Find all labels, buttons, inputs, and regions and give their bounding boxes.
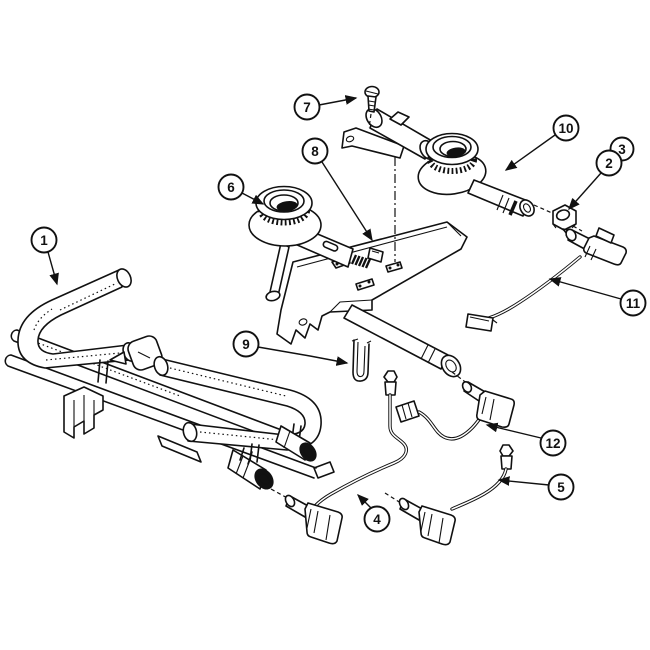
ignitor-wire-center (395, 371, 515, 441)
terminal (465, 313, 494, 332)
lower-arm (341, 127, 405, 159)
callout-10: 10 (504, 114, 580, 171)
mounting-plate (276, 221, 468, 345)
support-strip (157, 435, 202, 463)
spark-electrode-right (465, 227, 627, 332)
burner-tube-end-cap (182, 421, 198, 443)
front-rail-tube (4, 354, 317, 479)
electrode-body (418, 505, 456, 546)
burner-rail-assembly (4, 268, 335, 490)
svg-text:7: 7 (303, 100, 311, 115)
svg-text:12: 12 (545, 436, 560, 451)
burner-port-ring (427, 146, 477, 174)
cap-shadow (446, 147, 466, 157)
lower-venturi-tube (343, 304, 462, 378)
callout-5: 5 (497, 473, 575, 501)
splice-block (395, 400, 420, 423)
orifice-clamp (385, 261, 403, 273)
center-sealed-burner (248, 185, 354, 302)
ignitor-port-pad (109, 335, 163, 371)
callout-8: 8 (301, 137, 373, 242)
callout-4: 4 (357, 494, 391, 533)
svg-text:8: 8 (311, 144, 319, 159)
gas-inlet-venturi-1 (227, 447, 274, 490)
svg-text:4: 4 (373, 512, 381, 527)
svg-text:5: 5 (557, 480, 565, 495)
callout-7: 7 (293, 93, 358, 121)
orifice-clamp (355, 278, 375, 291)
callout-1: 1 (30, 226, 59, 286)
right-sealed-burner-assembly (341, 107, 535, 217)
burner-tube-end-cap (116, 268, 132, 288)
screw (364, 85, 380, 129)
svg-text:2: 2 (605, 156, 613, 171)
hex-flange-nut (533, 204, 583, 232)
callout-12: 12 (485, 422, 567, 457)
svg-text:10: 10 (558, 121, 573, 136)
connector-plug (499, 444, 514, 457)
svg-text:11: 11 (626, 296, 641, 311)
svg-text:1: 1 (40, 233, 48, 248)
rail-end-bracket (313, 461, 335, 479)
electrode-body (304, 502, 343, 545)
u-burner-rear (17, 268, 138, 384)
callout-9: 9 (232, 330, 349, 366)
callout-2: 2 (568, 149, 623, 211)
electrode-body (476, 390, 515, 428)
electrode-body (582, 235, 627, 266)
svg-text:3: 3 (618, 142, 626, 157)
ignitor-wire-left (270, 370, 408, 545)
orifice-spring (350, 247, 384, 269)
hold-down-clip (351, 338, 372, 382)
plate-hole (298, 318, 308, 326)
bracket-pin (109, 351, 127, 365)
callouts: 1 3 2 4 5 6 7 (30, 93, 647, 533)
gas-inlet-venturi-2 (275, 425, 317, 462)
svg-text:9: 9 (242, 337, 250, 352)
ignitor-wire-right (384, 444, 514, 546)
callout-11: 11 (548, 277, 647, 317)
burner-tube-end-cap (153, 355, 169, 377)
cap-shadow (276, 201, 298, 211)
connector-plug (383, 370, 398, 383)
callout-6: 6 (217, 173, 265, 205)
tube-tab (389, 111, 410, 126)
burner-venturi (467, 179, 529, 217)
svg-text:6: 6 (227, 180, 235, 195)
